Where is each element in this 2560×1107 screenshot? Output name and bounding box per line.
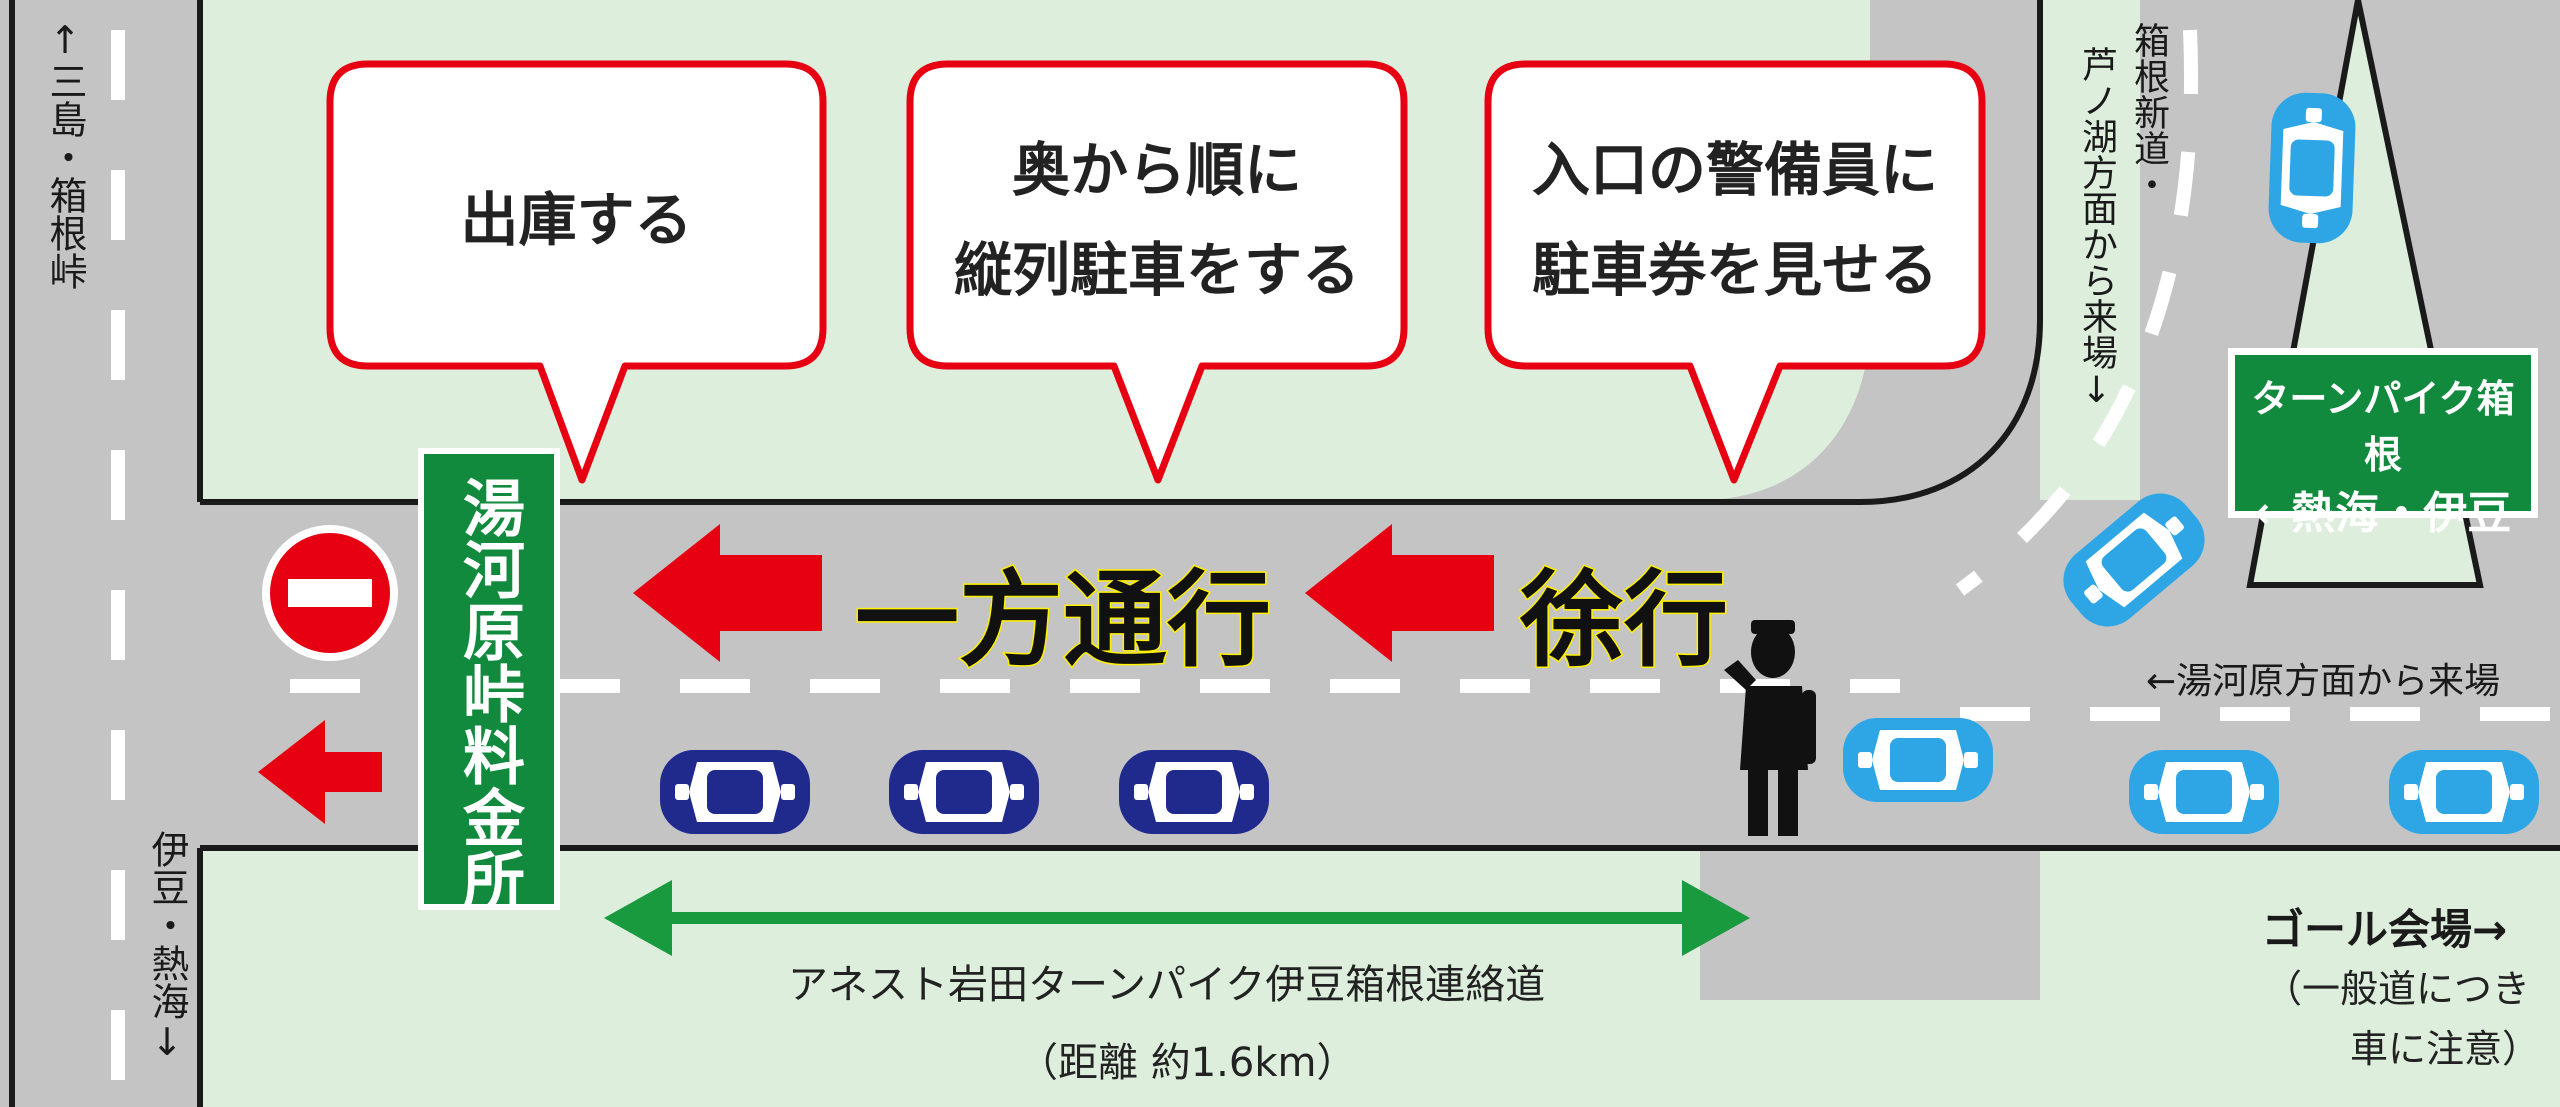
- parked-car-icon: [1119, 750, 1269, 834]
- one-way-label: 一方通行: [853, 558, 1272, 683]
- turnpike-sign-line1: ターンパイク箱根: [2251, 377, 2515, 477]
- road-name: アネスト岩田ターンパイク伊豆箱根連絡道: [788, 962, 1546, 1008]
- direction-hakone-shindo-2: 芦ノ湖方面から来場↓: [2076, 46, 2117, 411]
- incoming-car-icon: [2129, 750, 2279, 834]
- red-left-arrow-icon: [258, 720, 382, 824]
- bubble-park-order-text: 奥から順に 縦列駐車をする: [953, 136, 1360, 304]
- parked-car-icon: [889, 750, 1039, 834]
- parked-cars: [660, 750, 1269, 834]
- direction-mishima-hakone: ↑三島・箱根峠: [43, 18, 87, 290]
- speech-bubbles: [326, 60, 1986, 484]
- incoming-car-icon: [2267, 91, 2357, 245]
- toll-gate-label: 湯河原峠料金所: [452, 476, 525, 910]
- no-entry-sign-icon: [262, 525, 398, 661]
- incoming-car-icon: [1843, 718, 1993, 802]
- turnpike-sign-line2: ←熱海・伊豆: [2254, 488, 2512, 539]
- flow-arrows: [633, 524, 1494, 662]
- toll-gate-sign: 湯河原峠料金所: [418, 448, 560, 910]
- bubble-exit-text: 出庫する: [460, 186, 693, 254]
- security-guard-icon: [1724, 620, 1816, 836]
- direction-izu-atami: 伊豆・熱海↓: [145, 830, 189, 1064]
- direction-yugawara: ←湯河原方面から来場: [2146, 661, 2501, 702]
- goal-venue-label: ゴール会場→: [2262, 905, 2508, 954]
- turnpike-sign: ターンパイク箱根 ←熱海・伊豆: [2228, 348, 2538, 539]
- goal-note-line2: 車に注意）: [2350, 1027, 2541, 1071]
- green-double-arrow-icon: [604, 880, 1750, 956]
- parked-car-icon: [660, 750, 810, 834]
- goal-note-line1: （一般道につき: [2264, 967, 2531, 1011]
- road-distance: （距離 約1.6km）: [1018, 1040, 1357, 1086]
- direction-hakone-shindo-1: 箱根新道・: [2128, 22, 2169, 202]
- slow-down-label: 徐行: [1518, 558, 1729, 683]
- incoming-car-icon: [2389, 750, 2539, 834]
- bubble-show-ticket-text: 入口の警備員に 駐車券を見せる: [1531, 136, 1938, 304]
